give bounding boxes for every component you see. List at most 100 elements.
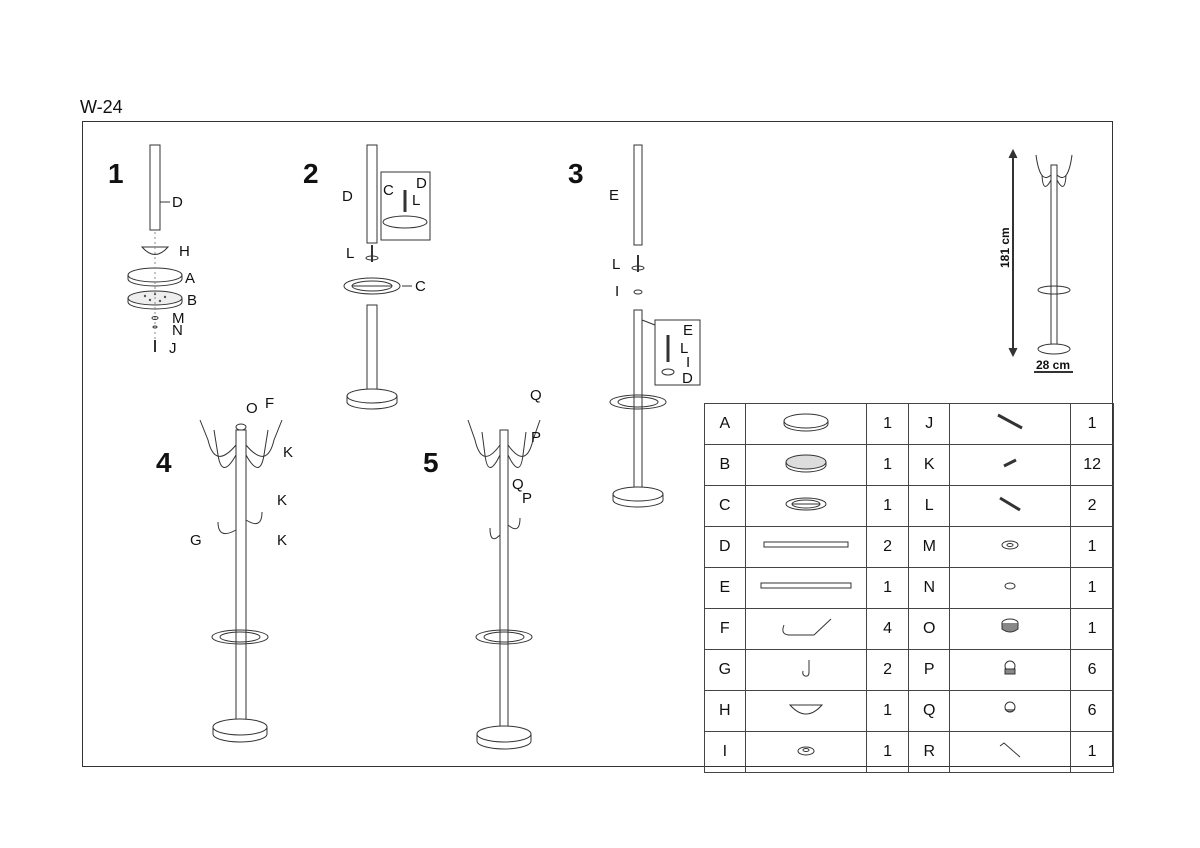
part-label: D [416,175,427,192]
part-id: C [704,485,746,527]
part-quantity: 6 [1070,690,1114,732]
part-label: L [612,256,621,273]
part-quantity: 6 [1070,649,1114,691]
part-quantity: 1 [1070,731,1114,773]
part-id: K [908,444,951,486]
part-id: L [908,485,951,527]
step-1-drawing [127,144,183,352]
part-allen-key-icon [949,731,1072,773]
step-5-drawing [467,419,541,750]
part-id: I [704,731,746,773]
part-j-hook-icon [744,649,867,691]
part-quantity: 4 [865,608,910,650]
part-base-disc-icon [744,403,867,445]
part-small-cap-icon [949,690,1072,732]
width-dimension: 28 cm [1036,358,1071,372]
part-quantity: 12 [1070,444,1114,486]
part-id: J [908,403,951,445]
step-4-number: 4 [156,447,172,478]
part-id: Q [908,690,951,732]
part-umbrella-ring-icon [744,485,867,527]
part-label: C [383,182,394,199]
part-label: D [172,194,183,211]
part-id: A [704,403,746,445]
part-quantity: 2 [1070,485,1114,527]
part-id: G [704,649,746,691]
part-id: E [704,567,746,609]
part-id: P [908,649,951,691]
part-label: L [346,245,355,262]
part-label: Q [530,387,542,404]
part-label: K [277,532,288,549]
step-3-drawing [609,144,701,508]
part-label: L [412,192,421,209]
part-quantity: 2 [865,649,910,691]
part-label: D [342,188,353,205]
part-label: P [531,429,542,446]
part-quantity: 1 [1070,608,1114,650]
part-quantity: 1 [1070,567,1114,609]
part-spacer-icon [744,731,867,773]
part-label: G [190,532,202,549]
part-id: B [704,444,746,486]
part-label: Q [512,476,524,493]
part-small-washer-icon [949,567,1072,609]
part-hook-arm-icon [744,608,867,650]
part-label: E [683,322,694,339]
part-label: N [172,322,183,339]
part-quantity: 2 [865,526,910,568]
part-label: I [686,354,691,371]
part-threaded-rod-icon [949,485,1072,527]
step-1-number: 1 [108,158,124,189]
part-label: M [172,310,185,327]
part-quantity: 1 [1070,403,1114,445]
part-label: D [682,370,693,387]
part-quantity: 1 [865,403,910,445]
step-2-number: 2 [303,158,319,189]
finished-coat-rack-drawing [1008,148,1073,373]
part-label: K [283,444,294,461]
part-label: C [415,278,426,295]
part-bowl-cover-icon [744,690,867,732]
part-short-screw-icon [949,444,1072,486]
part-quantity: 1 [865,567,910,609]
step-3-number: 3 [568,158,584,189]
part-quantity: 1 [865,485,910,527]
part-id: M [908,526,951,568]
step-5-number: 5 [423,447,439,478]
part-quantity: 1 [1070,526,1114,568]
part-id: O [908,608,951,650]
part-top-tube-icon [744,567,867,609]
part-id: F [704,608,746,650]
part-quantity: 1 [865,444,910,486]
part-label: L [680,340,689,357]
part-id: R [908,731,951,773]
part-label: B [187,292,198,309]
part-id: D [704,526,746,568]
product-code: W-24 [80,97,123,117]
part-end-cap-icon [949,649,1072,691]
part-id: H [704,690,746,732]
part-label: A [185,270,196,287]
part-label: J [169,340,177,357]
step-4-drawing [199,419,283,743]
part-label: I [615,283,620,300]
part-label: P [522,490,533,507]
part-label: H [179,243,190,260]
part-weight-disc-icon [744,444,867,486]
part-label: K [277,492,288,509]
part-large-washer-icon [949,526,1072,568]
part-label: F [265,395,275,412]
